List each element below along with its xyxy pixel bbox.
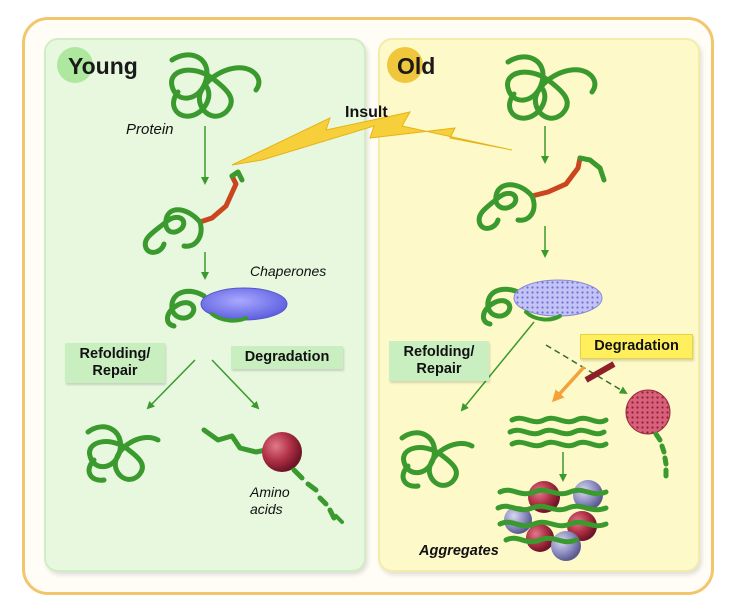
aggregates-label: Aggregates <box>419 543 499 559</box>
young-title: Young <box>68 53 138 79</box>
old-native-protein <box>505 54 598 121</box>
old-proteasome <box>625 389 671 479</box>
aggregates-cluster <box>495 480 609 561</box>
young-native-protein <box>169 52 262 119</box>
refolding-box-young: Refolding/ Repair <box>65 343 165 383</box>
amino-acids-label: Amino acids <box>250 484 290 517</box>
degradation-box-old: Degradation <box>580 334 693 359</box>
refolding-box-old: Refolding/ Repair <box>389 341 489 381</box>
old-damaged-protein <box>476 155 607 231</box>
young-refolded-protein <box>85 424 161 483</box>
young-proteasome <box>262 432 302 472</box>
protein-label: Protein <box>126 121 174 138</box>
old-refolded-protein <box>399 430 475 489</box>
young-degraded-peptide <box>201 427 344 524</box>
old-arrow-refold <box>460 321 535 412</box>
old-title: Old <box>397 53 436 79</box>
insult-lightning <box>231 111 513 166</box>
old-chaperone-complex <box>481 279 603 327</box>
degradation-block-bar <box>584 361 616 383</box>
old-arrow-aggregate <box>551 365 586 403</box>
young-badge <box>57 47 93 83</box>
old-badge <box>387 47 423 83</box>
old-misfolded-strands <box>507 415 609 449</box>
young-chaperone-complex <box>165 287 288 329</box>
old-arrow-degrade-dashed <box>545 344 628 395</box>
young-arrow-degrade <box>211 359 260 410</box>
chaperones-label: Chaperones <box>250 263 327 279</box>
young-damaged-protein <box>142 169 245 255</box>
young-arrow-refold <box>146 359 196 410</box>
degradation-box-young: Degradation <box>231 346 343 369</box>
insult-label: Insult <box>345 104 388 121</box>
